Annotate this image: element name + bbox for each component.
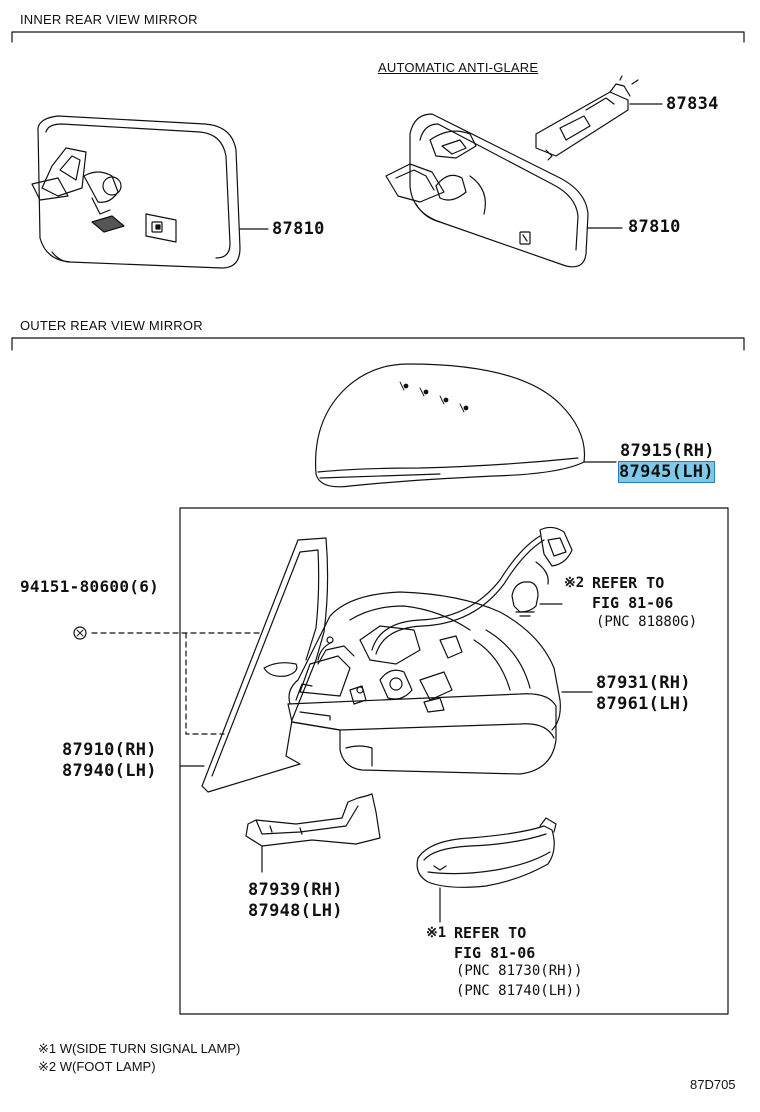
under-cover-drawing [245,793,381,847]
figure-id: 87D705 [690,1077,736,1092]
refer1-pnc-rh: (PNC 81730(RH)) [456,963,583,979]
bolt-drawing [73,626,87,640]
mirror-cover-drawing [314,363,586,488]
part-87810-antiglare[interactable]: 87810 [628,217,681,237]
refer1-line1[interactable]: REFER TO [454,924,527,942]
leader-bolt-2 [185,632,225,735]
refer1-pnc-lh: (PNC 81740(LH)) [456,983,583,999]
part-87945-lh[interactable]: 87945(LH) [618,461,715,483]
auto-antiglare-label: AUTOMATIC ANTI-GLARE [378,60,539,75]
footnote-1: ※1 W(SIDE TURN SIGNAL LAMP) [38,1041,241,1056]
antiglare-harness [535,75,639,161]
part-87939-rh[interactable]: 87939(RH) [248,880,343,900]
part-94151-bolt[interactable]: 94151-80600(6) [20,577,160,596]
harness-drawing [371,526,573,655]
part-87834[interactable]: 87834 [666,94,719,114]
assembly-frame [179,507,729,1015]
part-87948-lh[interactable]: 87948(LH) [248,901,343,921]
refer1-line2[interactable]: FIG 81-06 [454,944,536,962]
turn-signal-drawing [416,817,557,888]
inner-mirror-standard [31,115,241,269]
part-87910-rh[interactable]: 87910(RH) [62,740,157,760]
mirror-glass-drawing [201,537,329,793]
part-87961-lh[interactable]: 87961(LH) [596,694,691,714]
inner-mirror-antiglare [385,113,589,268]
refer2-pnc: (PNC 81880G) [596,614,698,630]
inner-section-bracket [11,31,745,43]
part-87931-rh[interactable]: 87931(RH) [596,673,691,693]
part-87810-standard[interactable]: 87810 [272,219,325,239]
part-87915-rh[interactable]: 87915(RH) [620,441,715,461]
part-87940-lh[interactable]: 87940(LH) [62,761,157,781]
inner-mirror-section-title: INNER REAR VIEW MIRROR [20,12,198,27]
footnote-2: ※2 W(FOOT LAMP) [38,1059,156,1074]
mirror-housing-drawing [287,591,561,775]
refer2-line1[interactable]: REFER TO [592,574,665,592]
outer-mirror-section-title: OUTER REAR VIEW MIRROR [20,318,203,333]
refer1-mark: ※1 [426,925,447,941]
outer-section-bracket [11,337,745,351]
refer2-mark: ※2 [564,575,585,591]
refer2-line2[interactable]: FIG 81-06 [592,594,674,612]
